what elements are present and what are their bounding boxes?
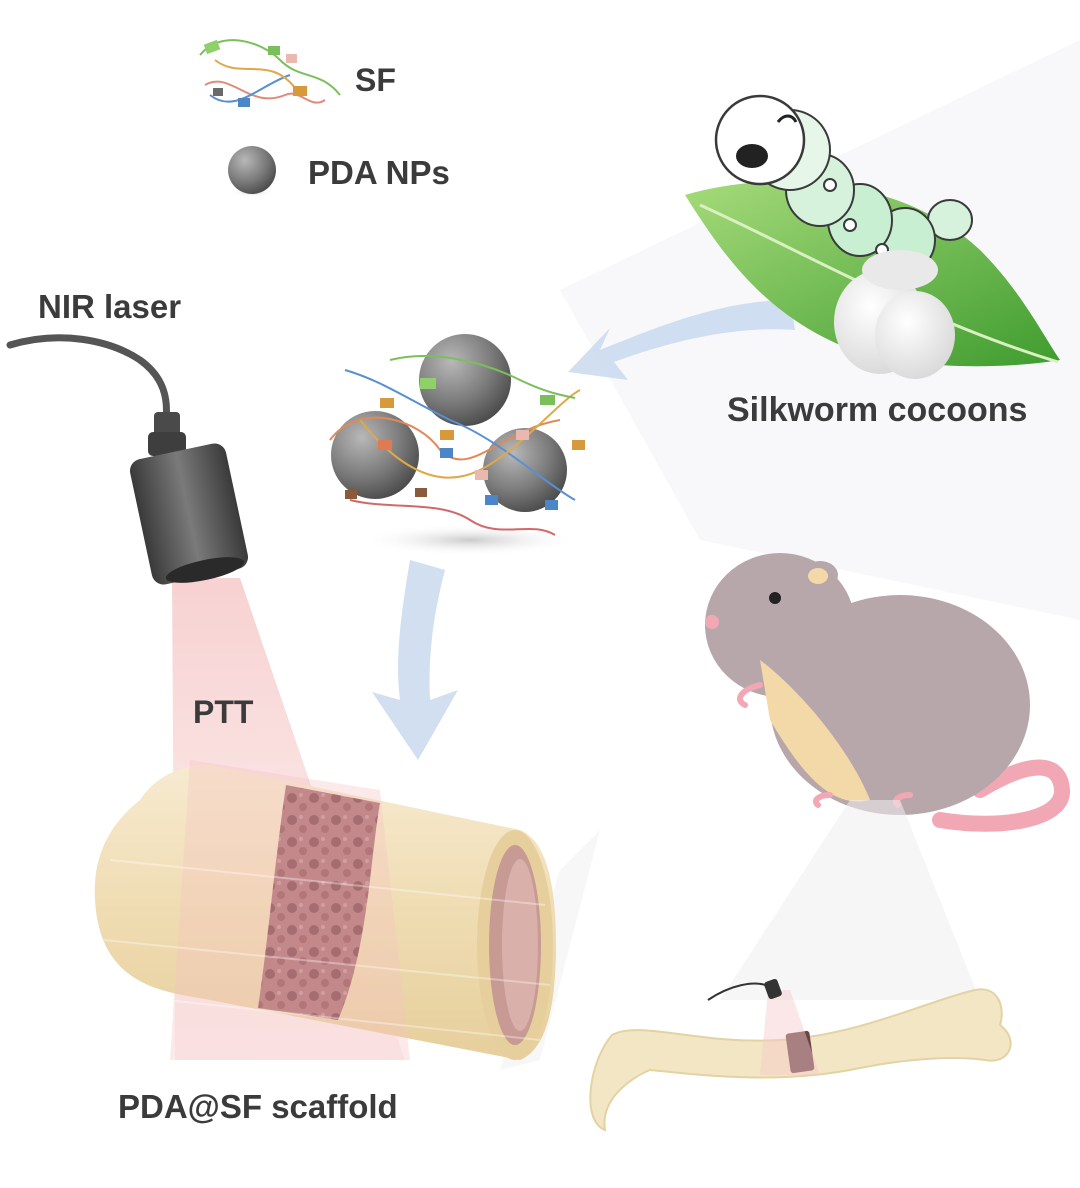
arrow-from-cocoons: [568, 300, 795, 380]
nir-laser-label: NIR laser: [38, 288, 182, 325]
pda-sf-scaffold: [94, 760, 556, 1060]
silkworm-on-leaf: [685, 94, 1060, 379]
pda-sf-nanocomposite: [329, 334, 585, 556]
femur-bone: [589, 978, 1012, 1132]
scaffold-label: PDA@SF scaffold: [118, 1088, 398, 1125]
silkworm-cocoons-label: Silkworm cocoons: [727, 391, 1028, 429]
sf-label: SF: [355, 62, 396, 98]
nir-laser-device: [6, 334, 249, 585]
pda-np-sphere-icon: [228, 146, 276, 197]
sf-chain-icon: [199, 39, 341, 107]
pda-nps-label: PDA NPs: [308, 154, 450, 191]
rat-illustration: [705, 553, 1070, 832]
arrow-to-scaffold: [372, 560, 458, 760]
zoom-cone: [720, 800, 980, 1000]
ptt-label: PTT: [193, 694, 254, 730]
